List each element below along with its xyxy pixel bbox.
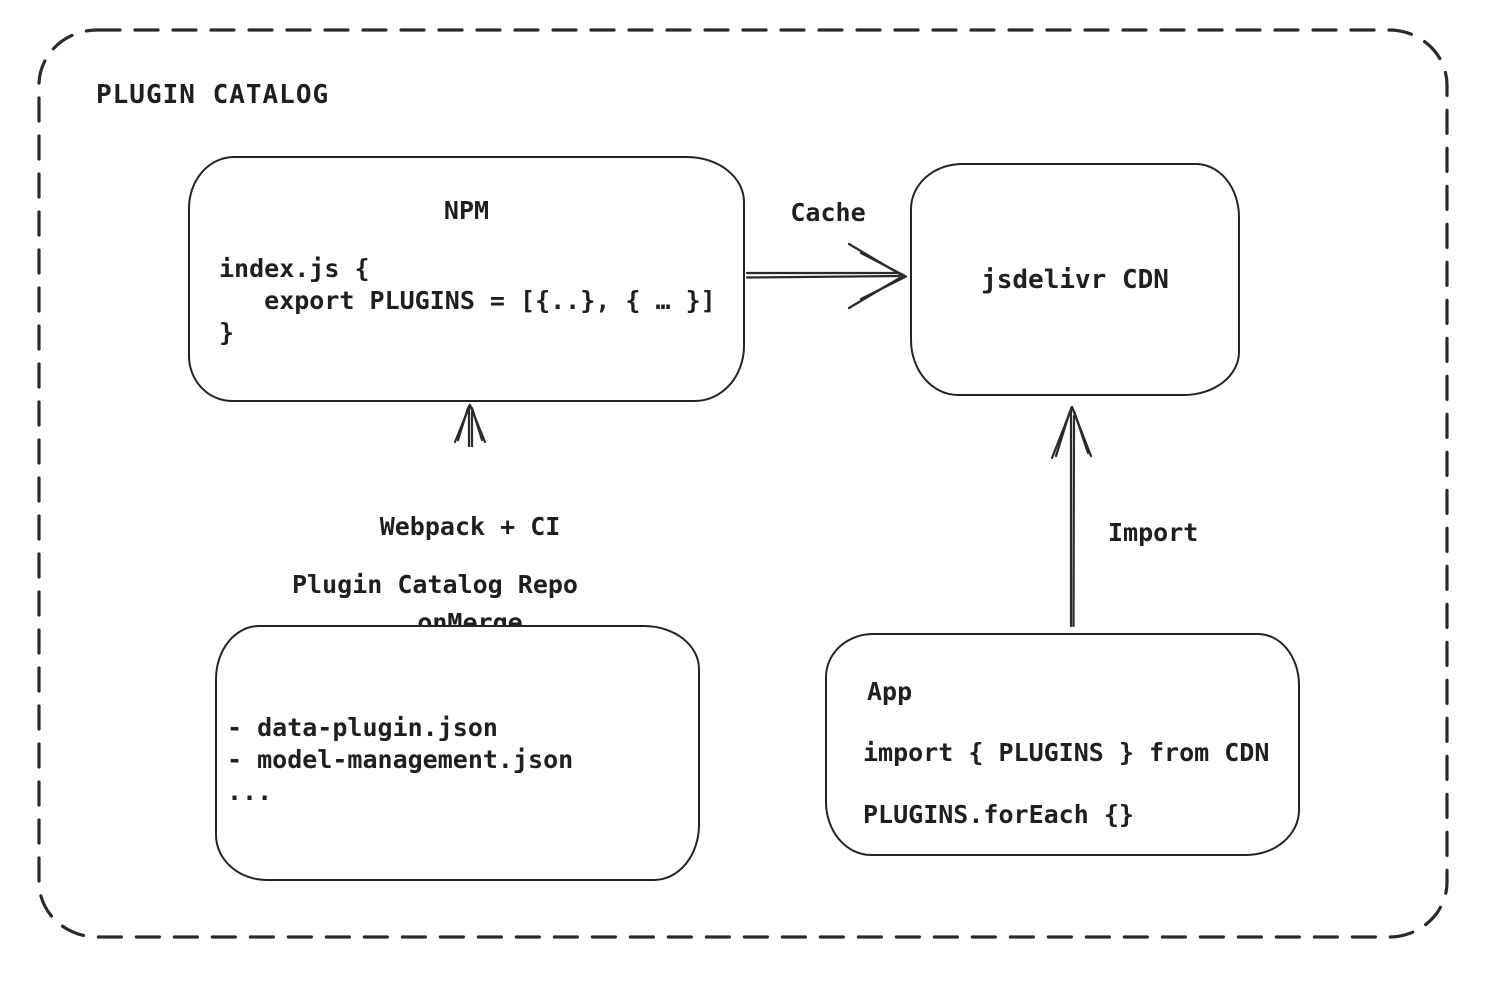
import-edge-label: Import [1108, 518, 1199, 547]
npm-code-line: index.js { [219, 254, 370, 283]
repo-node-title: Plugin Catalog Repo [292, 570, 578, 599]
node-app: App import { PLUGINS } from CDN PLUGINS.… [825, 633, 1300, 856]
node-jsdelivr-cdn: jsdelivr CDN [910, 163, 1240, 396]
app-node-title: App [867, 677, 913, 706]
repo-file-item: - data-plugin.json [227, 713, 498, 742]
npm-code-line: export PLUGINS = [{..}, { … }] [219, 286, 716, 315]
npm-code-line: } [219, 318, 235, 347]
repo-file-item: ... [227, 777, 273, 806]
cache-edge-label: Cache [790, 198, 866, 227]
build-edge-label-line1: Webpack + CI [379, 512, 561, 541]
repo-file-item: - model-management.json [227, 745, 574, 774]
npm-node-title: NPM [443, 196, 490, 225]
node-npm: NPM index.js { export PLUGINS = [{..}, {… [188, 156, 745, 402]
app-code-line: PLUGINS.forEach {} [863, 800, 1134, 829]
diagram-title: PLUGIN CATALOG [96, 80, 330, 110]
cdn-node-title: jsdelivr CDN [981, 264, 1169, 295]
node-plugin-catalog-repo: - data-plugin.json - model-management.js… [215, 625, 700, 881]
app-code-line: import { PLUGINS } from CDN [863, 738, 1270, 767]
import-arrow [1050, 405, 1093, 628]
cache-arrow [745, 242, 908, 310]
